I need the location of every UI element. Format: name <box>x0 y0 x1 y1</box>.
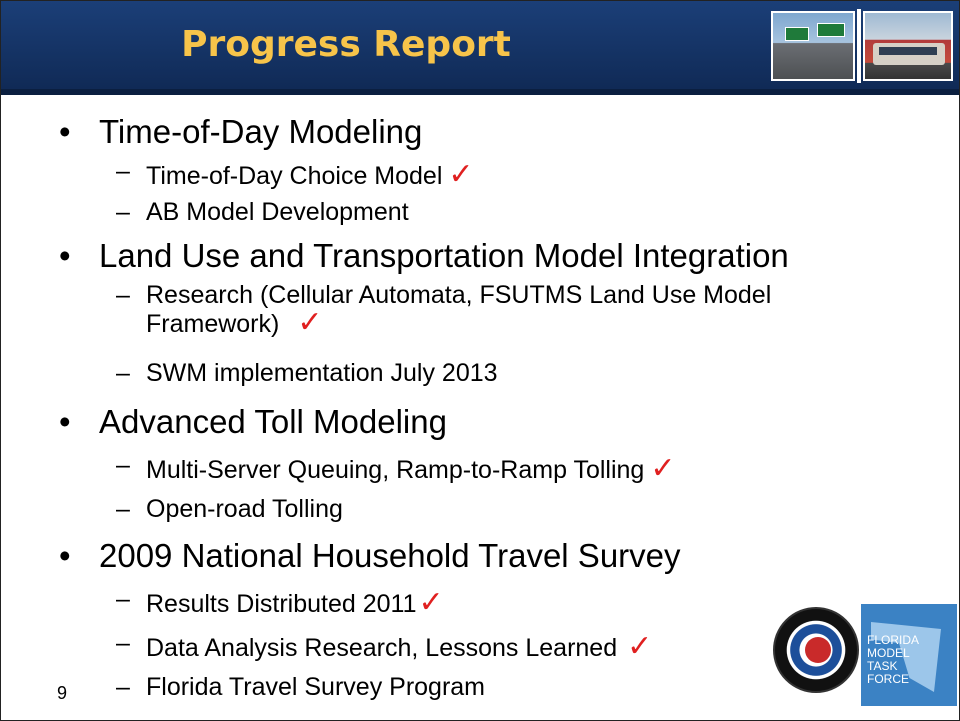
sub-item-text: Florida Travel Survey Program <box>146 673 486 701</box>
dash-icon: – <box>116 281 130 309</box>
checkmark-icon: ✓ <box>627 629 653 664</box>
sub-item-text: Open-road Tolling <box>146 495 343 523</box>
bullet-text: 2009 National Household Travel Survey <box>99 537 681 574</box>
task-force-logo: FLORIDA MODEL TASK FORCE <box>861 604 957 706</box>
bullet-icon: • <box>59 403 71 440</box>
bullet-icon: • <box>59 237 71 274</box>
dash-icon: – <box>116 451 130 479</box>
bus-photo <box>863 11 953 81</box>
sub-item-text: Multi-Server Queuing, Ramp-to-Ramp Tolli… <box>146 456 645 484</box>
page-number: 9 <box>57 683 68 703</box>
bullet-list: • Time-of-Day Modeling – Time-of-Day Cho… <box>1 101 959 720</box>
bullet-text: Advanced Toll Modeling <box>99 403 447 440</box>
dash-icon: – <box>116 585 130 613</box>
dash-icon: – <box>116 157 130 185</box>
checkmark-icon: ✓ <box>297 305 323 340</box>
task-force-logo-text: FLORIDA MODEL TASK FORCE <box>867 633 920 686</box>
checkmark-icon: ✓ <box>650 451 676 486</box>
dash-icon: – <box>116 495 130 523</box>
photo-divider <box>857 9 861 83</box>
bullet-icon: • <box>59 113 71 150</box>
sub-item-text: Data Analysis Research, Lessons Learned <box>146 634 618 662</box>
title-bar: Progress Report <box>1 1 959 95</box>
dash-icon: – <box>116 359 130 387</box>
sub-item-text: Results Distributed 2011 <box>146 590 417 618</box>
checkmark-icon: ✓ <box>448 157 474 192</box>
sub-item-text: SWM implementation July 2013 <box>146 359 498 387</box>
sub-item-text: Time-of-Day Choice Model <box>146 162 443 190</box>
sub-item-text: AB Model Development <box>146 198 409 226</box>
checkmark-icon: ✓ <box>418 585 444 620</box>
bullet-text: Time-of-Day Modeling <box>99 113 423 150</box>
dash-icon: – <box>116 673 130 701</box>
bullet-text: Land Use and Transportation Model Integr… <box>99 237 789 274</box>
highway-sign-photo <box>771 11 855 81</box>
slide-title: Progress Report <box>181 24 511 65</box>
fdot-seal-logo <box>773 607 859 693</box>
dash-icon: – <box>116 198 130 226</box>
sub-item-text: Research (Cellular Automata, FSUTMS Land… <box>146 281 772 309</box>
bullet-icon: • <box>59 537 71 574</box>
dash-icon: – <box>116 629 130 657</box>
sub-item-text-continued: Framework) <box>146 310 280 338</box>
